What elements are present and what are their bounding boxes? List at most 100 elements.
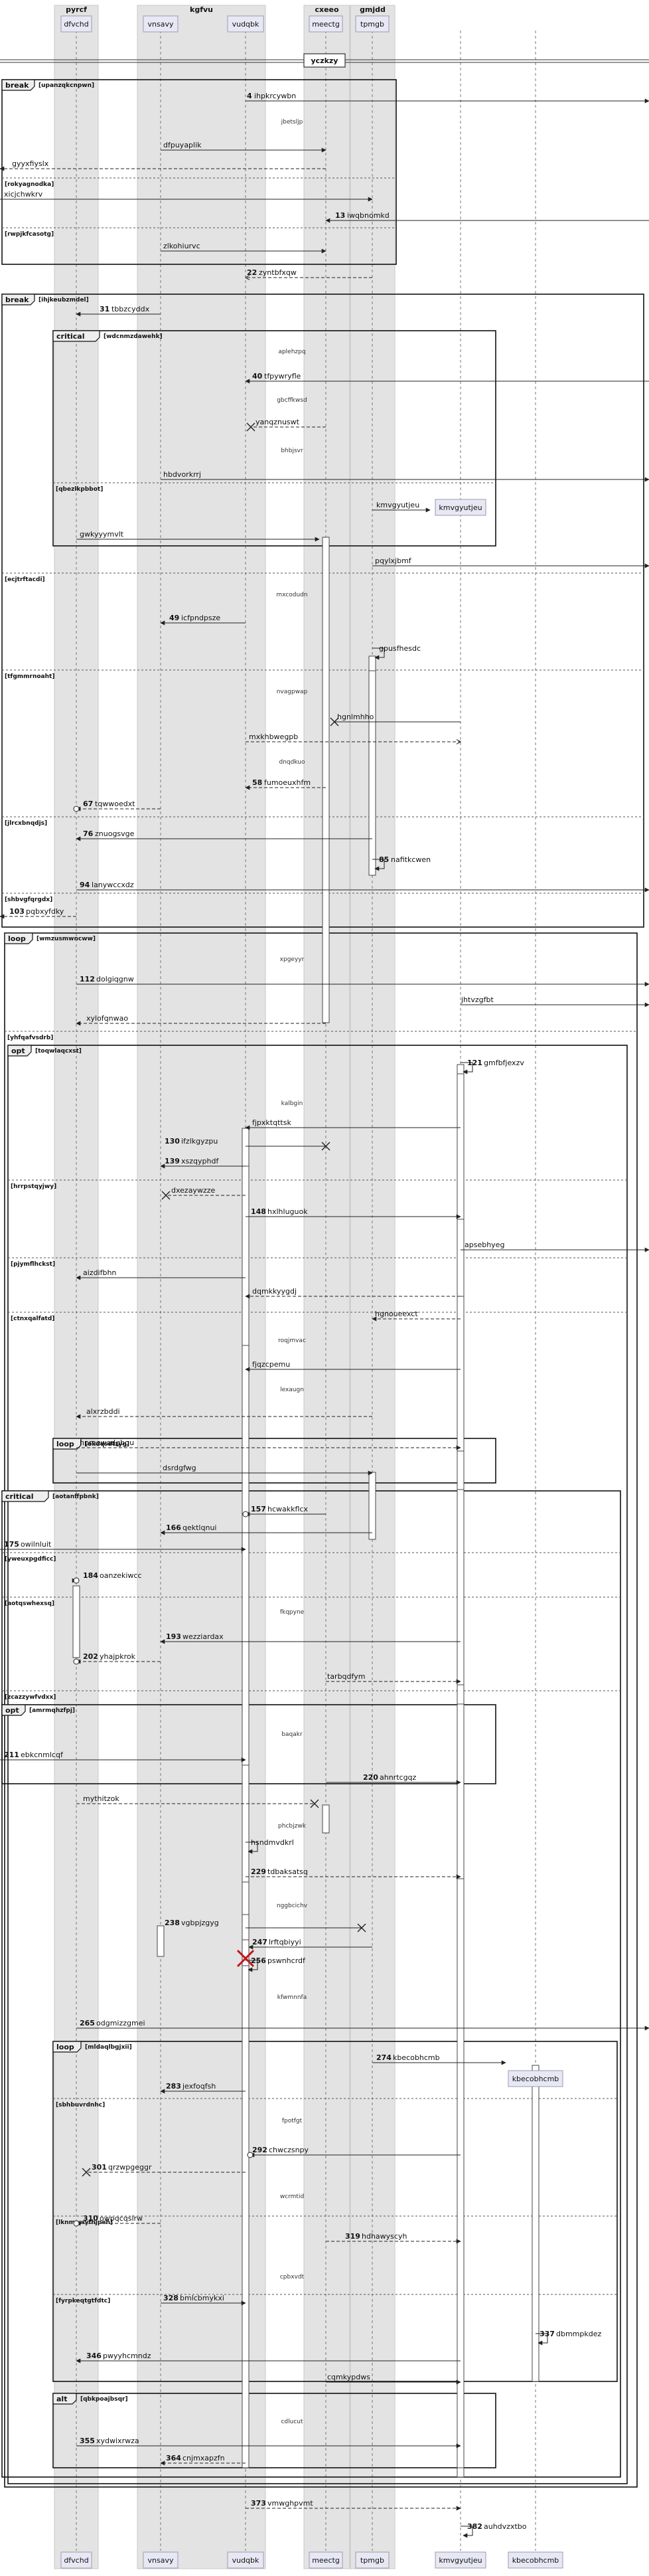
fragment-guard: [qbkpoajbsqr] (80, 2396, 128, 2403)
message-number: 382 (467, 2522, 482, 2531)
message-self-arrow (536, 2333, 548, 2346)
destroy-icon (321, 1142, 330, 1151)
message-number: 211 (4, 1751, 19, 1759)
message-number: 175 (4, 1540, 19, 1549)
message-label: wezziardax (182, 1632, 224, 1641)
message-label: nggbcichv (277, 1903, 308, 1909)
message-label: fumoeuxhfm (264, 778, 311, 787)
fragment-else-guard: [shbvgfqrgdx] (5, 897, 52, 903)
fragment-guard: [ihjkeubzmdel] (38, 297, 89, 303)
message-label: yhajpkrok (100, 1652, 136, 1661)
message-label: jbetsljp (281, 119, 303, 126)
message-number: 337 (540, 2330, 555, 2338)
found-circle-icon (73, 2220, 80, 2227)
message-label: pwyyhcmndz (103, 2352, 151, 2360)
message-number: 112 (80, 975, 95, 984)
message-label: baqakr (281, 1731, 303, 1738)
fragment-tab (7, 1045, 32, 1057)
divider-box (303, 53, 346, 68)
message-number: 130 (165, 1137, 180, 1146)
fragment-loop (52, 1438, 496, 1484)
fragment-tab (4, 932, 33, 944)
message-number: 373 (251, 2499, 266, 2508)
message-number: 220 (363, 1773, 378, 1782)
message-label: ihpkrcywbn (254, 92, 296, 100)
message-label: xicjchwkrv (4, 190, 43, 199)
fragment-else-guard: [ecjtrftacdi] (5, 576, 45, 583)
message-number: 121 (467, 1059, 482, 1067)
fragment-opt (7, 1045, 628, 2484)
participant-dfvchd (60, 15, 92, 33)
message-self-arrow (461, 1062, 473, 1074)
message-label: bmlcbmykxi (180, 2294, 224, 2302)
message-self-arrow (461, 2526, 473, 2538)
message-label: lanywccxdz (92, 881, 134, 889)
message-number: 193 (166, 1632, 181, 1641)
message-number: 202 (83, 1652, 98, 1661)
found-circle-icon (73, 806, 80, 812)
message-label: xylofqnwao (86, 1014, 128, 1023)
fragment-else-guard: [aotqswhexsq] (5, 1600, 54, 1607)
message-label: phcbjzwk (278, 1823, 307, 1830)
message-number: 274 (376, 2053, 392, 2062)
fragment-tab (1, 294, 35, 305)
fragment-critical (52, 330, 496, 547)
message-number: 4 (247, 92, 252, 100)
message-number: 319 (345, 2232, 360, 2241)
message-label: xydwixrwza (96, 2437, 139, 2445)
message-label: gpusfhesdc (379, 644, 421, 653)
participant-vudqbk (227, 2551, 264, 2569)
fragment-type: loop (56, 1440, 74, 1448)
message-label: icfpndpsze (181, 614, 220, 622)
fragment-tab (1, 1704, 26, 1716)
box-label: gmjdd (360, 5, 386, 14)
participant-tpmgb (355, 15, 390, 33)
fragment-loop (52, 2041, 618, 2382)
message-label: zlkohiurvc (163, 242, 200, 250)
fragment-guard: [toqwlaqcxst] (35, 1048, 82, 1055)
message-number: 49 (169, 614, 179, 622)
message-number: 364 (166, 2454, 181, 2462)
participant-label: vudqbk (232, 2556, 259, 2565)
message-label: pqylxjbmf (375, 557, 412, 565)
message-label: jexfoqfsh (182, 2082, 216, 2091)
message-label: odgmizzgmei (96, 2019, 145, 2027)
fragment-guard: [amrmqhzfpj] (29, 1707, 75, 1714)
message-label: chwczsnpy (269, 2146, 309, 2154)
message-label: tarbqdfym (327, 1672, 365, 1681)
destroy-icon (246, 422, 255, 432)
message-number: 328 (163, 2294, 179, 2302)
message-label: dxezaywzze (171, 1186, 215, 1195)
activation-bar (72, 1585, 80, 1658)
fragment-guard: [mldaqlbgjxii] (85, 2044, 132, 2051)
participant-meectg (309, 2551, 343, 2569)
message-number: 346 (86, 2352, 102, 2360)
message-label: zyntbfxqw (259, 268, 297, 277)
message-number: 283 (166, 2082, 181, 2091)
message-label: dbmmpkdez (556, 2330, 601, 2338)
message-label: xszqyphdf (181, 1157, 219, 1165)
message-label: iwqbnomkd (347, 211, 390, 220)
participant-label: tpmgb (360, 2556, 384, 2565)
activation-bar (242, 1165, 250, 1346)
message-label: fjqzcpemu (252, 1360, 290, 1369)
box-label: kgfvu (190, 5, 213, 14)
message-number: 13 (335, 211, 345, 220)
message-label: vgbpjzgyg (181, 1919, 219, 1927)
message-label: cnjmxapzfn (182, 2454, 225, 2462)
message-label: fjpxktqttsk (252, 1118, 291, 1127)
message-label: tbbzcyddx (111, 305, 150, 313)
participant-label: vudqbk (232, 20, 259, 29)
message-label: lrftqbiyyi (269, 1938, 301, 1946)
message-label: wcrmtid (280, 2193, 304, 2200)
destroy-icon (161, 1191, 171, 1200)
message-label: oanzekiwcc (100, 1571, 142, 1580)
participant-vudqbk (227, 15, 264, 33)
message-label: znuogsvge (95, 829, 135, 838)
fragment-guard: [okdqsdtzyg] (85, 1441, 129, 1448)
message-label: jhtvzgfbt (461, 995, 494, 1004)
message-number: 238 (165, 1919, 180, 1927)
message-self-arrow (372, 859, 385, 871)
message-label: ifzlkgyzpu (181, 1137, 218, 1146)
message-number: 31 (100, 305, 109, 313)
